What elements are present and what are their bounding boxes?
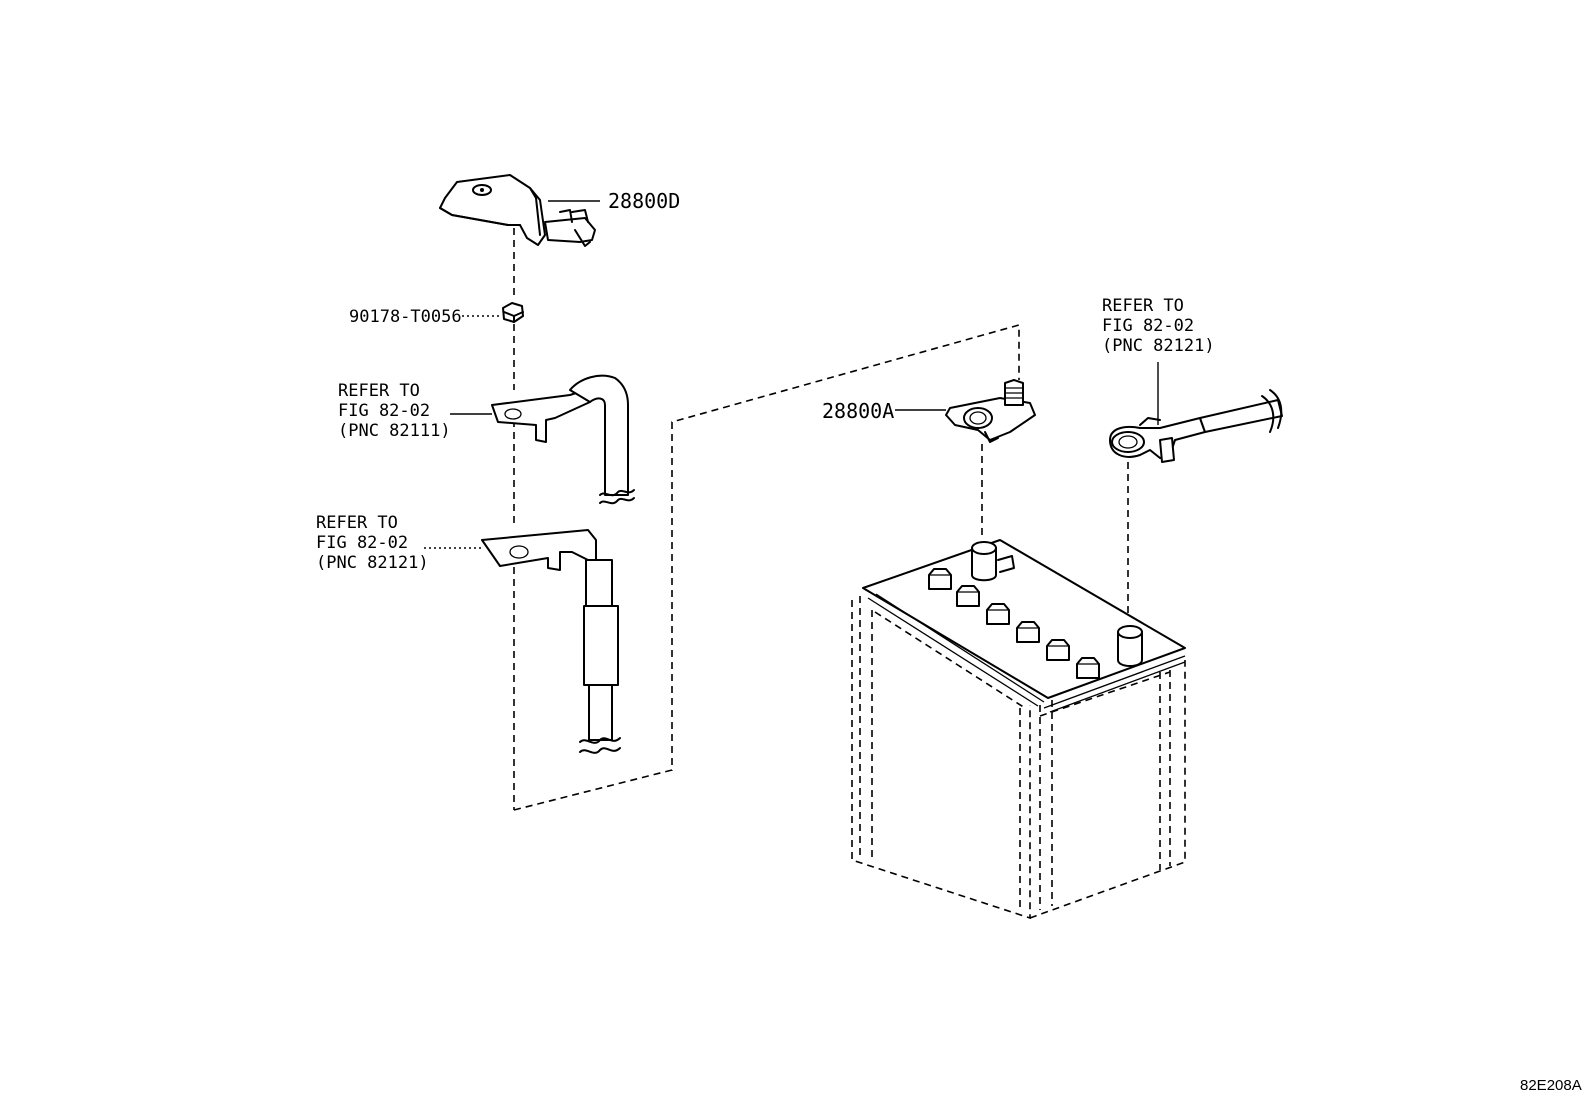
ref-line-1: REFER TO [338,381,420,401]
lower-cable-terminal[interactable] [481,529,621,754]
nut-90178-T0056[interactable] [502,302,524,323]
terminal-cover-28800D[interactable] [439,174,596,247]
battery-negative-post[interactable] [971,541,1015,582]
reference-note-lower-cable: REFER TO FIG 82-02 (PNC 82121) [316,513,429,573]
battery-positive-post[interactable] [1117,625,1143,667]
ref-line-1: REFER TO [1102,296,1184,316]
part-number-terminal: 28800A [822,399,895,423]
battery[interactable] [851,539,1186,920]
reference-note-right-cable: REFER TO FIG 82-02 (PNC 82121) [1102,296,1215,356]
ref-line-3: (PNC 82121) [1102,336,1215,356]
figure-code: 82E208A [1520,1077,1582,1094]
part-number-cover: 28800D [608,189,681,213]
battery-cell-caps [928,568,1100,679]
ref-line-3: (PNC 82111) [338,421,451,441]
battery-terminal-28800A[interactable] [945,379,1036,443]
part-number-nut: 90178-T0056 [349,307,462,327]
ref-line-2: FIG 82-02 [338,401,431,421]
right-cable-terminal[interactable] [1109,389,1283,463]
ref-line-2: FIG 82-02 [1102,316,1195,336]
upper-cable-terminal[interactable] [491,374,635,505]
reference-note-upper-cable: REFER TO FIG 82-02 (PNC 82111) [338,381,451,441]
ref-line-1: REFER TO [316,513,398,533]
ref-line-2: FIG 82-02 [316,533,409,553]
ref-line-3: (PNC 82121) [316,553,429,573]
